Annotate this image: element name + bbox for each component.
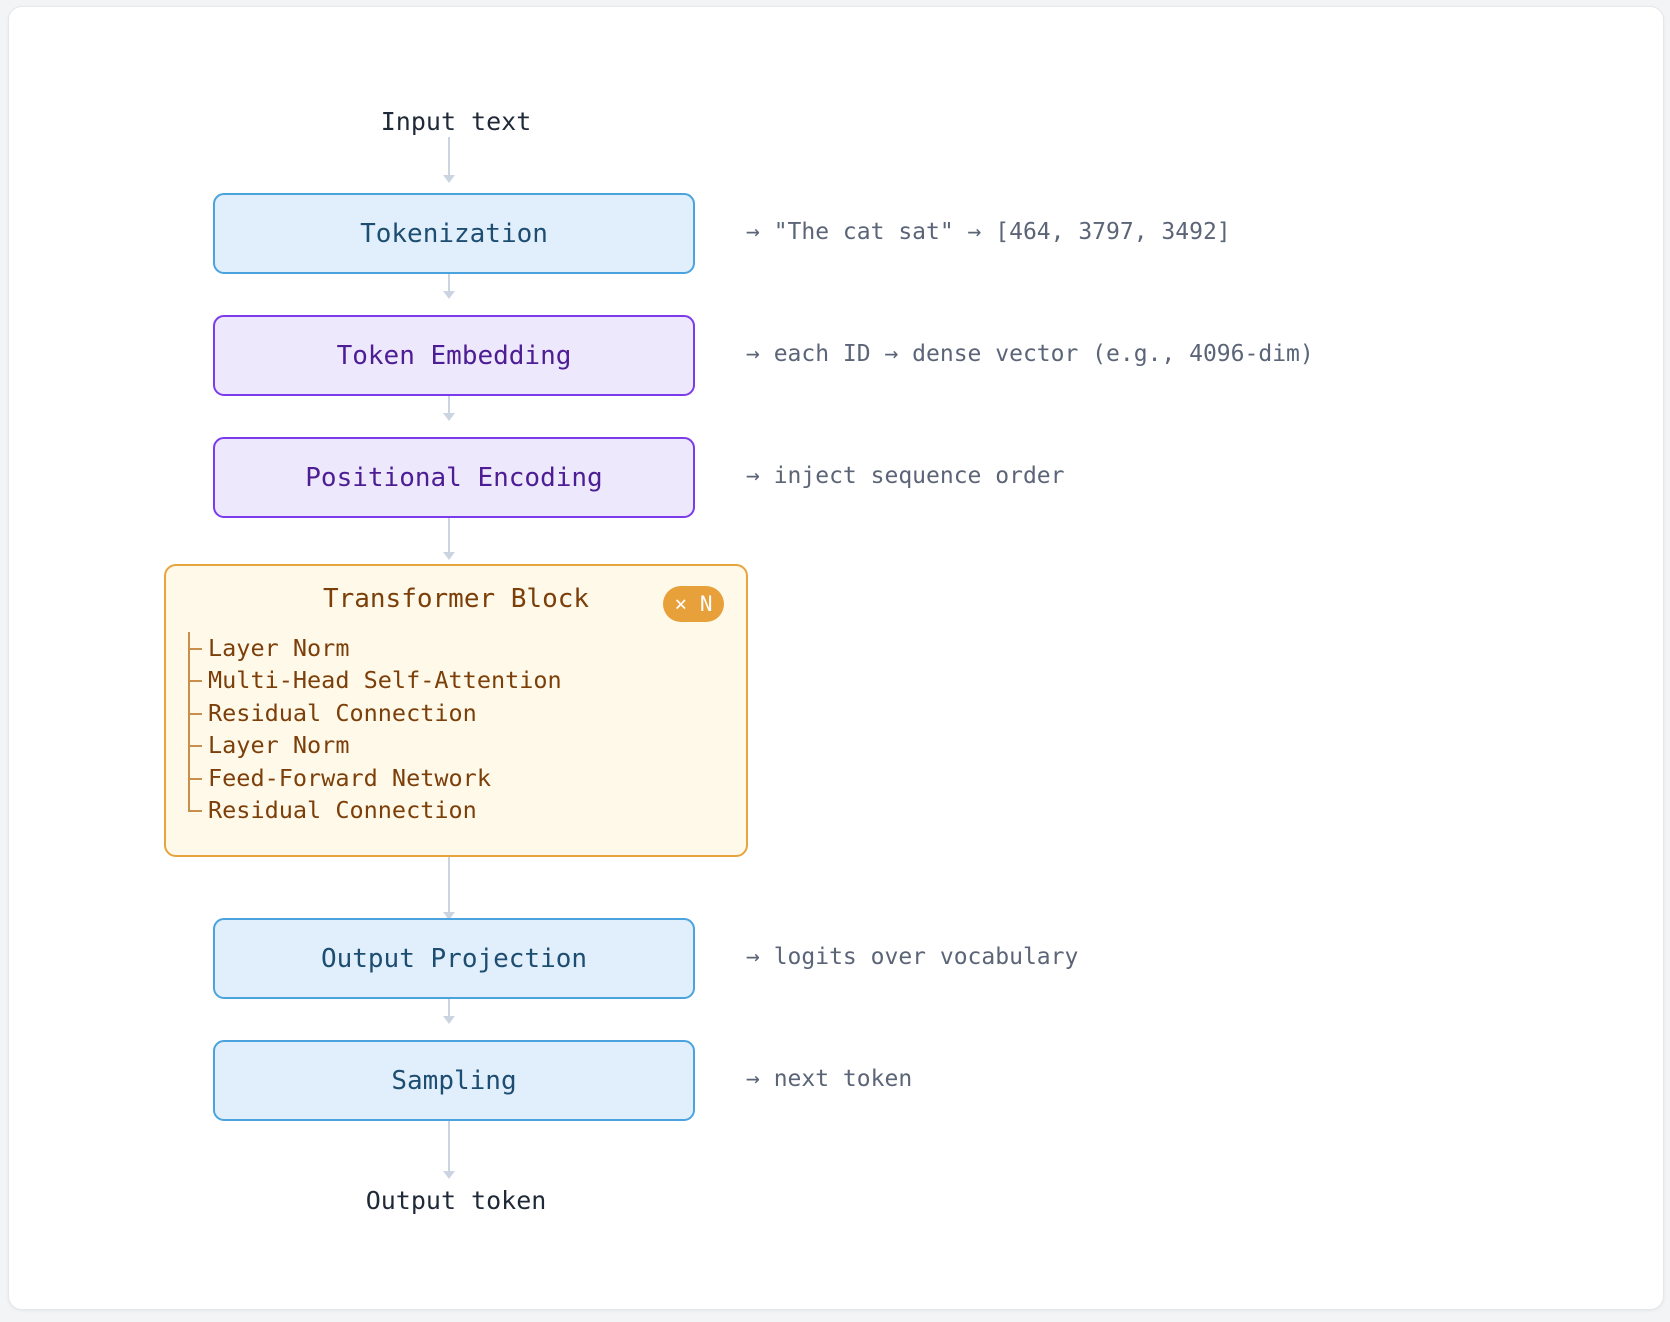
arrowhead	[443, 175, 455, 183]
arrowhead	[443, 1171, 455, 1179]
connector-sampling-to-output	[448, 1121, 450, 1173]
stage-note: → next token	[746, 1066, 913, 1092]
sublayer-item: Residual Connection	[188, 793, 562, 826]
sublayer-tree: Layer Norm Multi-Head Self-Attention Res…	[188, 632, 562, 826]
connector-embedding-to-positional	[448, 396, 450, 415]
sublayer-item: Layer Norm	[188, 632, 562, 665]
sublayer-item: Residual Connection	[188, 696, 562, 730]
transformer-block-title: Transformer Block	[322, 584, 590, 614]
connector-projection-to-sampling	[448, 999, 450, 1018]
connector-positional-to-transformer	[448, 518, 450, 554]
stage-label: Token Embedding	[336, 340, 572, 371]
connector-input-to-tokenization	[448, 137, 450, 177]
sublayer-item: Feed-Forward Network	[188, 761, 562, 795]
stage-positional-encoding: Positional Encoding	[213, 437, 695, 518]
connector-tokenization-to-embedding	[448, 274, 450, 293]
stage-sampling: Sampling	[213, 1040, 695, 1121]
diagram-card: Input text Tokenization → "The cat sat" …	[8, 6, 1664, 1310]
stage-note: → "The cat sat" → [464, 3797, 3492]	[746, 219, 1231, 245]
arrowhead	[443, 1016, 455, 1024]
stage-note: → logits over vocabulary	[746, 944, 1079, 970]
sublayer-item: Multi-Head Self-Attention	[188, 664, 562, 698]
arrowhead	[443, 413, 455, 421]
stage-note: → inject sequence order	[746, 463, 1065, 489]
stage-tokenization: Tokenization	[213, 193, 695, 274]
output-label: Output token	[365, 1186, 547, 1215]
stage-label: Tokenization	[360, 218, 548, 249]
sublayer-item: Layer Norm	[188, 729, 562, 762]
input-label: Input text	[380, 107, 532, 136]
stage-label: Positional Encoding	[305, 462, 603, 493]
stage-output-projection: Output Projection	[213, 918, 695, 999]
repeat-badge: × N	[663, 586, 724, 622]
arrowhead	[443, 291, 455, 299]
transformer-block: Transformer Block × N Layer Norm Multi-H…	[164, 564, 748, 857]
stage-label: Sampling	[391, 1065, 517, 1096]
stage-note: → each ID → dense vector (e.g., 4096-dim…	[746, 341, 1314, 367]
connector-transformer-to-projection	[448, 857, 450, 914]
stage-label: Output Projection	[320, 943, 588, 974]
arrowhead	[443, 912, 455, 920]
arrowhead	[443, 552, 455, 560]
stage-token-embedding: Token Embedding	[213, 315, 695, 396]
